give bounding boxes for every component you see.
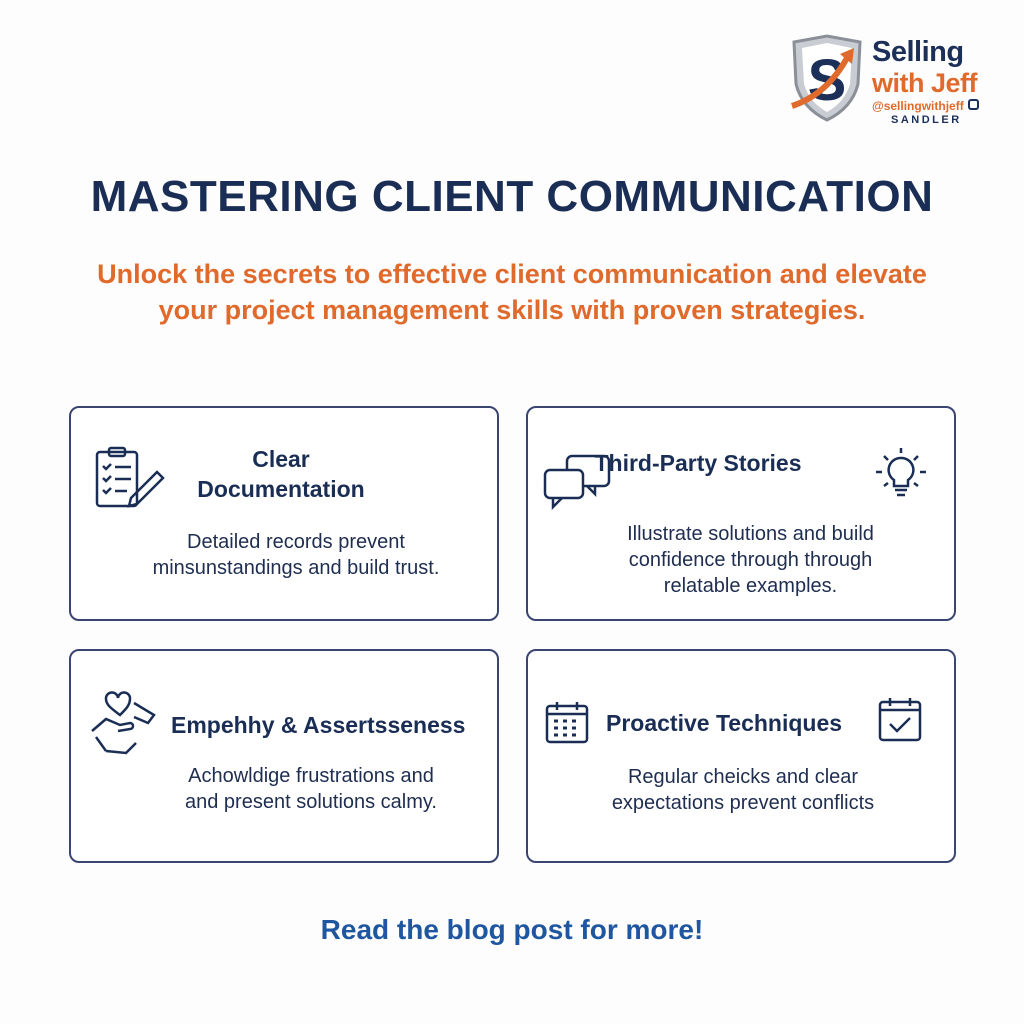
card-desc-line1: Regular cheicks and clear [627, 766, 859, 788]
card-title-line2: Documentation [197, 476, 365, 502]
card-desc-line2: confidence through through [628, 549, 873, 571]
card-proactive-techniques: Proactive Techniques Regular cheicks and… [526, 649, 956, 863]
card-empathy-assertiveness: Empehhy & Assertsseness Achowldige frust… [69, 649, 499, 863]
shield-logo-icon: S [790, 34, 862, 122]
lightbulb-icon [876, 448, 926, 497]
clipboard-pencil-icon [95, 446, 165, 508]
card-desc-line1: Detailed records prevent [187, 531, 405, 553]
card-clear-documentation: Clear Documentation Detailed records pre… [69, 406, 499, 621]
card-title-line1: Clear [252, 446, 310, 472]
calendar-check-icon [878, 698, 922, 742]
card-desc-line2: expectations prevent conflicts [611, 792, 875, 814]
chat-bubbles-icon [543, 454, 611, 510]
calendar-icon [545, 702, 589, 744]
card-desc-line2: and present solutions calmy. [185, 791, 437, 813]
brand-logo: S Selling with Jeff @sellingwithjeff SAN… [788, 34, 988, 129]
card-title: Proactive Techniques [606, 710, 843, 736]
card-title: Third-Party Stories [594, 450, 802, 476]
instagram-icon [968, 99, 979, 110]
card-title: Empehhy & Assertsseness [171, 712, 466, 738]
card-desc-line2: minsunstandings and build trust. [152, 557, 440, 579]
blog-post-link[interactable]: Read the blog post for more! [320, 914, 704, 945]
card-third-party-stories: Third-Party Stories Illustrate solutions… [526, 406, 956, 621]
social-handle: @sellingwithjeff [872, 99, 964, 113]
partner-logo: SANDLER [891, 114, 962, 126]
page-title: MASTERING CLIENT COMMUNICATION [90, 172, 934, 221]
brand-name-line2: with Jeff [872, 68, 978, 98]
card-desc-line3: relatable examples. [663, 575, 838, 597]
card-desc-line1: Illustrate solutions and build [627, 523, 874, 545]
card-desc-line1: Achowldige frustrations and [188, 765, 434, 787]
page-subtitle: Unlock the secrets to effective client c… [97, 259, 927, 325]
heart-hands-icon [91, 691, 156, 755]
brand-name-line1: Selling [872, 36, 964, 68]
